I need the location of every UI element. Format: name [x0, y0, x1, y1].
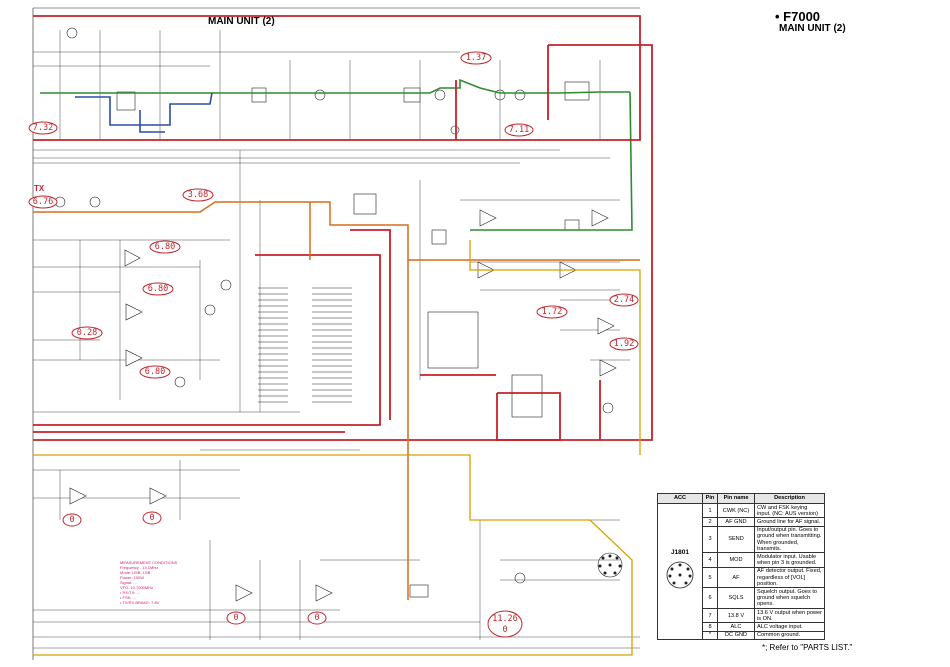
measurement-markers	[28, 51, 639, 638]
acc-header-pin-name: Pin name	[717, 493, 755, 504]
table-row: * DC GND Common ground.	[658, 630, 825, 640]
measurement-value: 0	[69, 515, 75, 525]
supply-line-red	[33, 15, 653, 441]
table-row: 7 13.8 V 13.6 V output when power is ON.	[658, 608, 825, 624]
table-row: 2 AF GND Ground line for AF signal.	[658, 517, 825, 527]
acc-header-pin: Pin	[702, 493, 718, 504]
model-name: • F7000	[775, 9, 821, 24]
table-row: 3 SEND Input/output pin. Goes to ground …	[658, 525, 825, 554]
measurement-value: 0.28	[76, 328, 98, 338]
measurement-value: 6.80	[154, 242, 176, 252]
table-row: 6 SQLS Squelch output. Goes to ground wh…	[658, 587, 825, 610]
ic-blocks	[116, 81, 590, 598]
rx-signal-path	[40, 78, 633, 231]
transistor-symbols	[54, 27, 614, 584]
measurement-value: 6.76	[32, 197, 54, 207]
left-connector-rail	[32, 7, 640, 660]
measurement-value: 11.26	[492, 614, 518, 624]
measurement-value: 1.37	[465, 53, 487, 63]
table-row: J1801 1 CWK (NC) CW and FSK keying input…	[657, 502, 825, 640]
measurement-value: 0	[314, 613, 320, 623]
din-connector-j1801	[597, 552, 623, 578]
measurement-value: 0	[149, 513, 155, 523]
acc-connector-cell: J1801	[657, 503, 703, 640]
measurement-value: 7.32	[32, 123, 54, 133]
measurement-value: 1.72	[541, 307, 563, 317]
acc-header-acc: ACC	[657, 493, 703, 504]
measurement-value: 2.74	[613, 295, 635, 305]
measurement-conditions: MEASUREMENT CONDITIONS Frequency : 14.1M…	[120, 560, 178, 605]
measurement-value: 6.80	[147, 284, 169, 294]
model-subtitle: MAIN UNIT (2)	[779, 23, 846, 34]
measurement-value: 1.92	[613, 339, 635, 349]
measurement-value: 7.11	[508, 125, 530, 135]
acc-header-description: Description	[754, 493, 825, 504]
ic-pin-rows	[258, 287, 352, 403]
af-line-yellow	[33, 240, 641, 656]
tx-label: TX	[34, 184, 45, 193]
parts-list-footnote: *; Refer to "PARTS LIST."	[762, 643, 853, 652]
din-socket-icon	[666, 562, 694, 589]
supply-line-orange	[33, 201, 640, 600]
measurement-value: 0	[233, 613, 239, 623]
measurement-value: 0	[502, 625, 508, 635]
connector-label: J1801	[670, 549, 690, 557]
tx-signal-path	[75, 92, 213, 133]
acc-pin-table: ACC Pin Pin name Description J1801 1 CWK…	[657, 493, 825, 640]
measurement-value: 6.80	[144, 367, 166, 377]
measurement-value: 3.68	[187, 190, 209, 200]
unit-title: MAIN UNIT (2)	[208, 16, 275, 27]
table-row: 4 MOD Modulator input. Usable when pin 3…	[658, 552, 825, 568]
schematic-wiring	[33, 30, 640, 649]
